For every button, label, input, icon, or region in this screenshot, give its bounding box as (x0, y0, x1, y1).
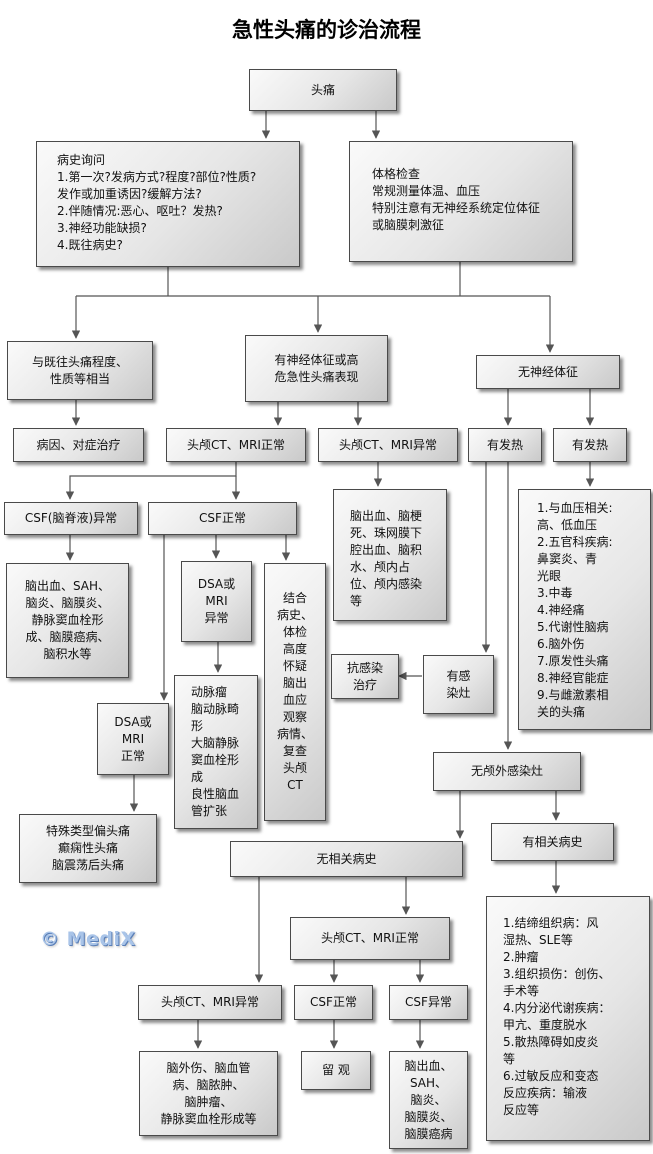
node-anti-infection: 抗感染 治疗 (331, 654, 399, 699)
node-neuro-signs: 有神经体征或高 危急性头痛表现 (245, 335, 388, 402)
node-physical-exam: 体格检查 常规测量体温、血压 特别注意有无神经系统定位体征 或脑膜刺激征 (349, 141, 573, 262)
node-ct-mri-abnormal: 头颅CT、MRI异常 (318, 428, 458, 462)
node-ct-mri-normal-bottom: 头颅CT、MRI正常 (290, 917, 450, 960)
node-observe-recheck: 结合 病史、 体检 高度 怀疑 脑出 血应 观察 病情、 复查 头颅 CT (264, 563, 326, 821)
node-csf-normal-bottom: CSF正常 (294, 985, 373, 1020)
node-related-history-diagnoses: 1.结缔组织病：风 湿热、SLE等 2.肿瘤 3.组织损伤：创伤、 手术等 4.… (486, 896, 650, 1141)
node-etiology-treatment: 病因、对症治疗 (13, 428, 144, 462)
medix-logo: © MediX (40, 928, 136, 950)
node-ct-abnormal-findings-bottom: 脑外伤、脑血管 病、脑脓肿、 脑肿瘤、 静脉窦血栓形成等 (139, 1051, 278, 1136)
node-similar-to-previous: 与既往头痛程度、 性质等相当 (7, 341, 153, 400)
node-csf-abnormal-findings: 脑出血、SAH、 脑炎、脑膜炎、 静脉窦血栓形 成、脑膜癌病、 脑积水等 (6, 563, 129, 678)
node-ct-abnormal-findings: 脑出血、脑梗 死、珠网膜下 腔出血、脑积 水、颅内占 位、颅内感染 等 (333, 489, 447, 621)
node-csf-abnormal-findings-bottom: 脑出血、 SAH、 脑炎、 脑膜炎、 脑膜癌病 (389, 1051, 468, 1149)
node-csf-abnormal: CSF(脑脊液)异常 (4, 502, 138, 535)
node-vascular-findings: 动脉瘤 脑动脉畸 形 大脑静脉 窦血栓形 成 良性脑血 管扩张 (174, 675, 258, 829)
page-title: 急性头痛的诊治流程 (232, 17, 421, 42)
node-ct-mri-abnormal-bottom: 头颅CT、MRI异常 (138, 985, 282, 1020)
node-fever-left: 有发热 (468, 428, 542, 462)
node-special-headaches: 特殊类型偏头痛 癫痫性头痛 脑震荡后头痛 (19, 814, 157, 883)
node-infection-focus: 有感 染灶 (423, 655, 494, 714)
node-headache: 头痛 (249, 69, 397, 111)
node-dsa-mri-abnormal: DSA或 MRI 异常 (181, 561, 252, 642)
node-no-related-history: 无相关病史 (230, 841, 463, 877)
node-no-neuro-signs: 无神经体征 (476, 355, 620, 389)
node-history-inquiry: 病史询问 1.第一次?发病方式?程度?部位?性质? 发作或加重诱因?缓解方法? … (36, 141, 300, 267)
node-ct-mri-normal: 头颅CT、MRI正常 (166, 428, 306, 462)
node-related-history: 有相关病史 (491, 823, 614, 861)
node-csf-normal: CSF正常 (148, 502, 297, 535)
node-fever-right: 有发热 (553, 428, 627, 462)
node-dsa-mri-normal: DSA或 MRI 正常 (97, 703, 169, 775)
node-csf-abnormal-bottom: CSF异常 (389, 985, 468, 1020)
node-observation: 留 观 (301, 1051, 371, 1090)
node-no-extracranial-infection: 无颅外感染灶 (433, 752, 581, 791)
node-no-neuro-diagnoses: 1.与血压相关: 高、低血压 2.五官科疾病: 鼻窦炎、青 光眼 3.中毒 4.… (518, 489, 651, 730)
